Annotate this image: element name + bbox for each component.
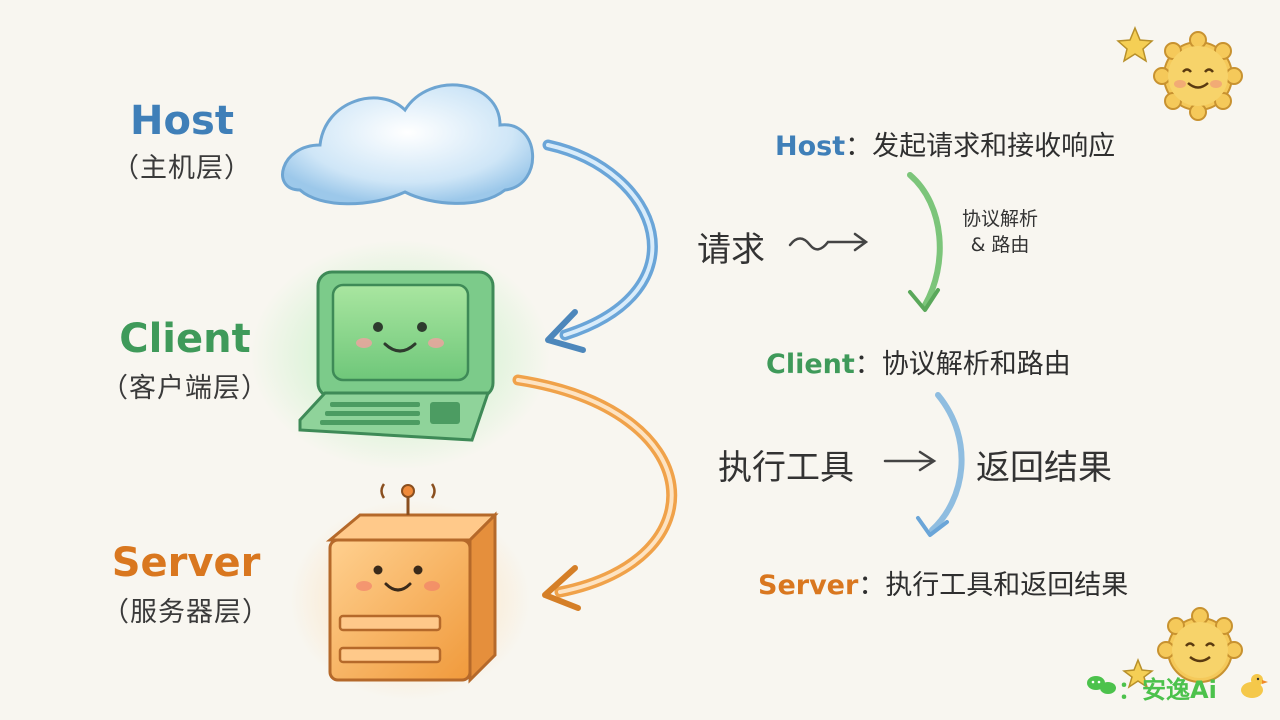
computer-icon xyxy=(250,240,550,470)
star-icon xyxy=(1116,26,1154,63)
request-label: 请求 xyxy=(697,230,765,270)
server-name: Server xyxy=(758,570,859,601)
cloud-icon xyxy=(281,83,535,206)
execute-label: 执行工具 xyxy=(718,448,854,488)
duck-icon xyxy=(1241,674,1268,698)
host-description: Host：发起请求和接收响应 xyxy=(775,124,1115,163)
server-title: Server xyxy=(111,540,261,586)
host-subtitle: （主机层） xyxy=(112,153,252,184)
separator: ： xyxy=(858,570,886,601)
client-name: Client xyxy=(766,349,855,380)
return-label: 返回结果 xyxy=(976,448,1112,488)
wechat-icon xyxy=(1087,676,1116,694)
star-icon-bottom xyxy=(1122,657,1154,689)
server-icon xyxy=(290,483,530,700)
gear-sun-icon xyxy=(1153,31,1243,121)
watermark-separator: ： xyxy=(1118,676,1142,704)
client-subtitle: （客户端层） xyxy=(101,373,269,404)
client-description: Client：协议解析和路由 xyxy=(766,342,1071,381)
squiggle-arrow xyxy=(788,232,869,252)
server-description: Server：执行工具和返回结果 xyxy=(758,563,1128,602)
separator: ： xyxy=(845,131,873,162)
separator: ： xyxy=(854,349,882,380)
client-title: Client xyxy=(119,316,251,362)
parse-label-line2: & 路由 xyxy=(970,234,1030,256)
execute-arrow xyxy=(512,374,678,611)
client-desc-text: 协议解析和路由 xyxy=(881,349,1071,380)
straight-arrow xyxy=(883,450,937,472)
parse-route-label: 协议解析 & 路由 xyxy=(945,206,1055,258)
server-subtitle: （服务器层） xyxy=(102,597,270,628)
parse-label-line1: 协议解析 xyxy=(961,208,1038,230)
host-title: Host xyxy=(130,98,234,144)
host-name: Host xyxy=(775,131,846,162)
gear-sun-icon-bottom xyxy=(1157,607,1243,683)
watermark-text: 安逸Ai xyxy=(1142,676,1217,704)
parse-arrow xyxy=(907,172,943,312)
host-desc-text: 发起请求和接收响应 xyxy=(872,131,1116,162)
server-desc-text: 执行工具和返回结果 xyxy=(885,570,1129,601)
return-arrow xyxy=(916,392,965,537)
watermark: ：安逸Ai xyxy=(1118,670,1217,705)
request-arrow xyxy=(542,139,658,353)
